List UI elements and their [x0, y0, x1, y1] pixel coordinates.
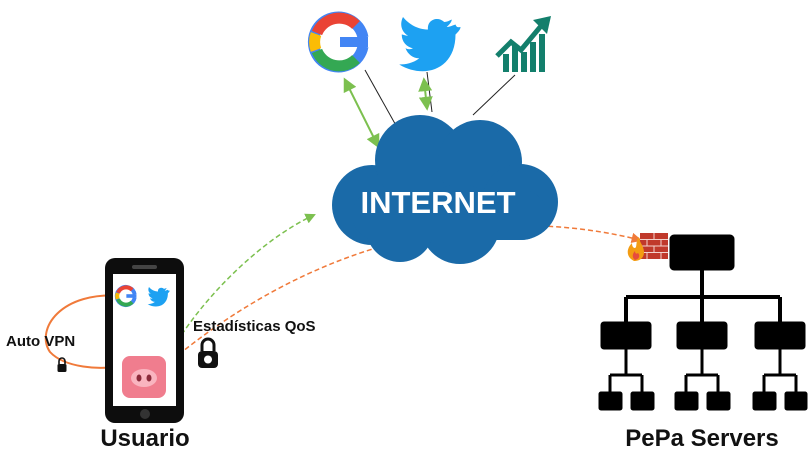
server-leaf: [630, 391, 655, 411]
servers-label: PePa Servers: [625, 425, 778, 451]
twitter-icon: [399, 17, 461, 72]
padlock-icon: [198, 337, 218, 368]
server-leaf: [706, 391, 731, 411]
vpn-padlock-icon: [57, 357, 67, 372]
stats-connector: [472, 74, 516, 116]
auto-vpn-label: Auto VPN: [6, 333, 75, 350]
server-leaf: [784, 391, 808, 411]
internet-cloud: INTERNET: [332, 115, 558, 264]
server-leaf: [674, 391, 699, 411]
cloud-label: INTERNET: [361, 185, 516, 220]
twitter-data-arrow: [418, 77, 433, 111]
google-data-arrow: [343, 77, 380, 149]
server-tree: [598, 234, 808, 411]
user-label: Usuario: [100, 425, 189, 451]
firewall-icon: [627, 233, 668, 261]
server-leaf: [752, 391, 777, 411]
orange-arrows: [44, 224, 643, 376]
phone-google-icon: [114, 285, 137, 307]
server-mid-left: [600, 321, 652, 350]
phone-twitter-icon: [147, 287, 170, 307]
google-icon: [307, 11, 369, 73]
green-arrows: [167, 77, 433, 357]
server-leaf: [598, 391, 623, 411]
stats-qos-label: Estadísticas QoS: [193, 318, 316, 335]
server-root: [669, 234, 735, 271]
server-phone-arrow: [170, 224, 643, 362]
growth-chart-icon: [495, 16, 551, 72]
auto-vpn-arrow: [44, 294, 125, 376]
smartphone-icon: [105, 258, 184, 423]
server-mid-right: [754, 321, 806, 350]
server-mid-center: [676, 321, 728, 350]
pig-snout-app-icon: [122, 356, 166, 398]
